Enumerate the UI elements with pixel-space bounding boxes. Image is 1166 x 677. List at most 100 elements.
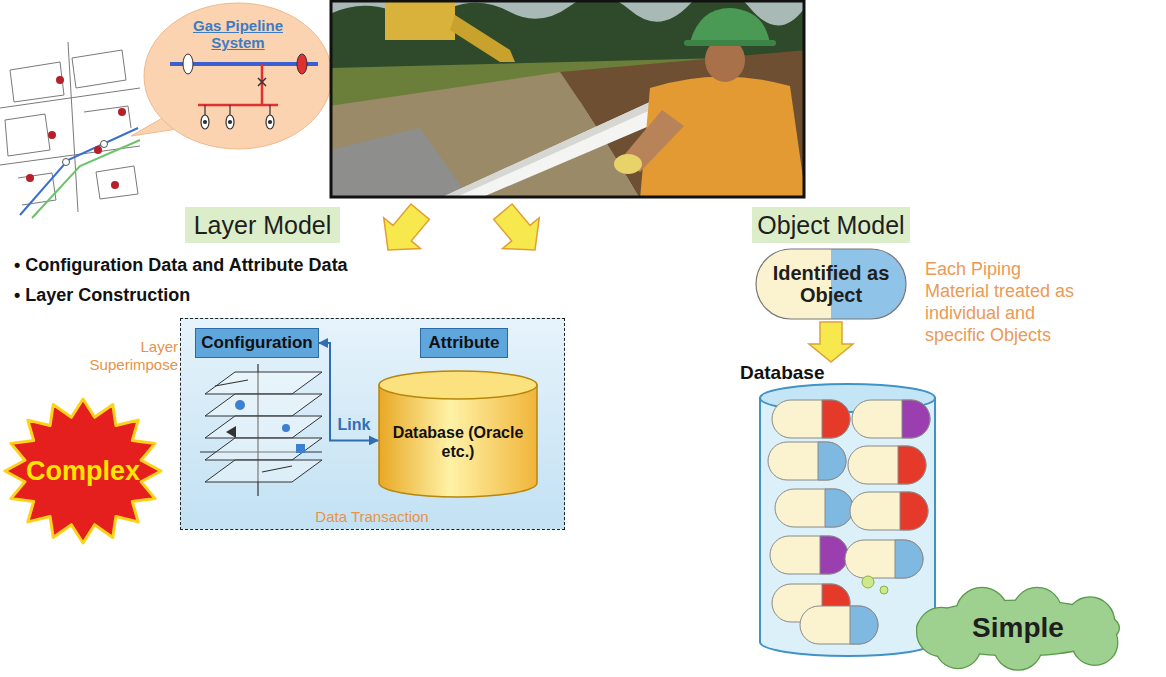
map-points — [26, 76, 126, 189]
stack-square — [296, 444, 305, 453]
map-block — [5, 114, 50, 156]
layer-model-panel: Data Transaction Configuration AttributeDa… — [180, 318, 565, 530]
cloud-outline — [917, 588, 1119, 670]
capsule-body — [850, 492, 928, 530]
capsule — [770, 536, 848, 574]
box-title: Attribute — [429, 333, 500, 353]
bullet-text: • Configuration Data and Attribute Data — [14, 254, 348, 276]
street-map — [0, 42, 140, 212]
map-dot — [56, 76, 64, 84]
yellow-arrow — [370, 196, 439, 265]
map-dot — [94, 146, 102, 154]
photo-pipe-shade — [438, 102, 655, 197]
capsule-body — [770, 536, 848, 574]
heading-text: Layer Model — [194, 211, 332, 239]
map-block — [84, 106, 131, 128]
box-title: Configuration — [201, 333, 312, 353]
simple-cloud: Simple — [898, 588, 1138, 668]
stack-marker — [226, 426, 236, 438]
photo-helmet — [690, 8, 770, 44]
object-database: Database — [740, 362, 938, 658]
map-dot — [48, 131, 56, 139]
configuration-box: Configuration — [195, 328, 319, 358]
photo-glove — [614, 154, 642, 174]
meter-dot — [269, 121, 272, 124]
stack-line — [262, 466, 292, 472]
burst-outline — [5, 399, 161, 543]
capsule-body — [845, 540, 923, 578]
heading-text: Object Model — [757, 211, 904, 239]
map-dot — [118, 108, 126, 116]
map-green-line — [32, 140, 140, 218]
attribute-box: Attribute — [420, 328, 508, 358]
model-heading: Layer Model — [185, 207, 340, 243]
edge-label: Link — [336, 415, 373, 434]
stack-point — [282, 424, 290, 432]
capsule — [852, 400, 930, 438]
glass-cylinder-body — [760, 398, 935, 656]
capsule — [800, 606, 878, 644]
meter-symbol — [266, 115, 274, 129]
callout-title: Gas Pipeline System — [186, 17, 290, 51]
cloud-text: Simple — [972, 612, 1064, 644]
bubble — [862, 576, 874, 588]
meter-dot — [204, 121, 207, 124]
object-database-shape — [740, 362, 938, 658]
glass-cylinder-top — [760, 384, 935, 412]
capsule-body — [775, 489, 853, 527]
meter-riser — [204, 105, 205, 115]
meter-symbol — [226, 115, 234, 129]
bubble — [880, 586, 888, 594]
meter-riser — [269, 105, 270, 115]
stack-point — [235, 400, 245, 410]
burst-text: Complex — [26, 456, 140, 486]
map-block — [10, 62, 64, 102]
construction-photo — [331, 1, 804, 197]
capsule — [850, 492, 928, 530]
cloud-puff — [1072, 620, 1117, 665]
cloud-fill — [917, 588, 1119, 670]
callout-balloon: Gas Pipeline System — [143, 2, 333, 150]
meter-riser — [229, 105, 230, 115]
map-block — [72, 50, 126, 88]
capsule-body — [768, 442, 846, 480]
object-capsule: Identified as Object — [755, 248, 907, 320]
capsule-body — [848, 446, 926, 484]
note-text: Layer Superimpose — [84, 338, 178, 374]
photo-excavator — [385, 1, 455, 40]
schematic-branch — [261, 64, 264, 105]
meter-symbol — [201, 115, 209, 129]
photo-frame — [331, 1, 804, 197]
capsule — [775, 489, 853, 527]
map-block — [18, 173, 56, 205]
capsule-body — [772, 400, 850, 438]
capsule-text: Identified as Object — [765, 262, 897, 306]
map-dot — [26, 174, 34, 182]
complex-burst: Complex — [2, 396, 164, 546]
map-valve — [101, 141, 108, 148]
capsule-outline — [756, 249, 906, 319]
map-valve — [63, 159, 70, 166]
schematic-service — [198, 104, 278, 107]
yellow-flow-arrow — [809, 322, 853, 362]
note-text: Each Piping Material treated as individu… — [925, 258, 1075, 346]
cylinder-top — [379, 371, 537, 399]
database-cylinder: Database (Oracle etc.) — [378, 370, 538, 498]
balloon-body — [144, 3, 332, 149]
photo-helmet-brim — [684, 40, 776, 46]
panel-caption: Data Transaction — [315, 508, 428, 526]
capsule — [848, 446, 926, 484]
cylinder-body — [379, 385, 537, 497]
schematic-fitting — [183, 54, 193, 74]
bullet-text: • Layer Construction — [14, 284, 190, 306]
photo-road — [331, 128, 470, 197]
database-heading: Database — [740, 362, 825, 384]
map-street — [0, 88, 140, 108]
capsule-fill — [756, 249, 906, 319]
database-text: Database (Oracle etc.) — [392, 423, 524, 461]
capsule — [768, 442, 846, 480]
capsule — [772, 400, 850, 438]
cloud-puff — [1072, 620, 1117, 665]
